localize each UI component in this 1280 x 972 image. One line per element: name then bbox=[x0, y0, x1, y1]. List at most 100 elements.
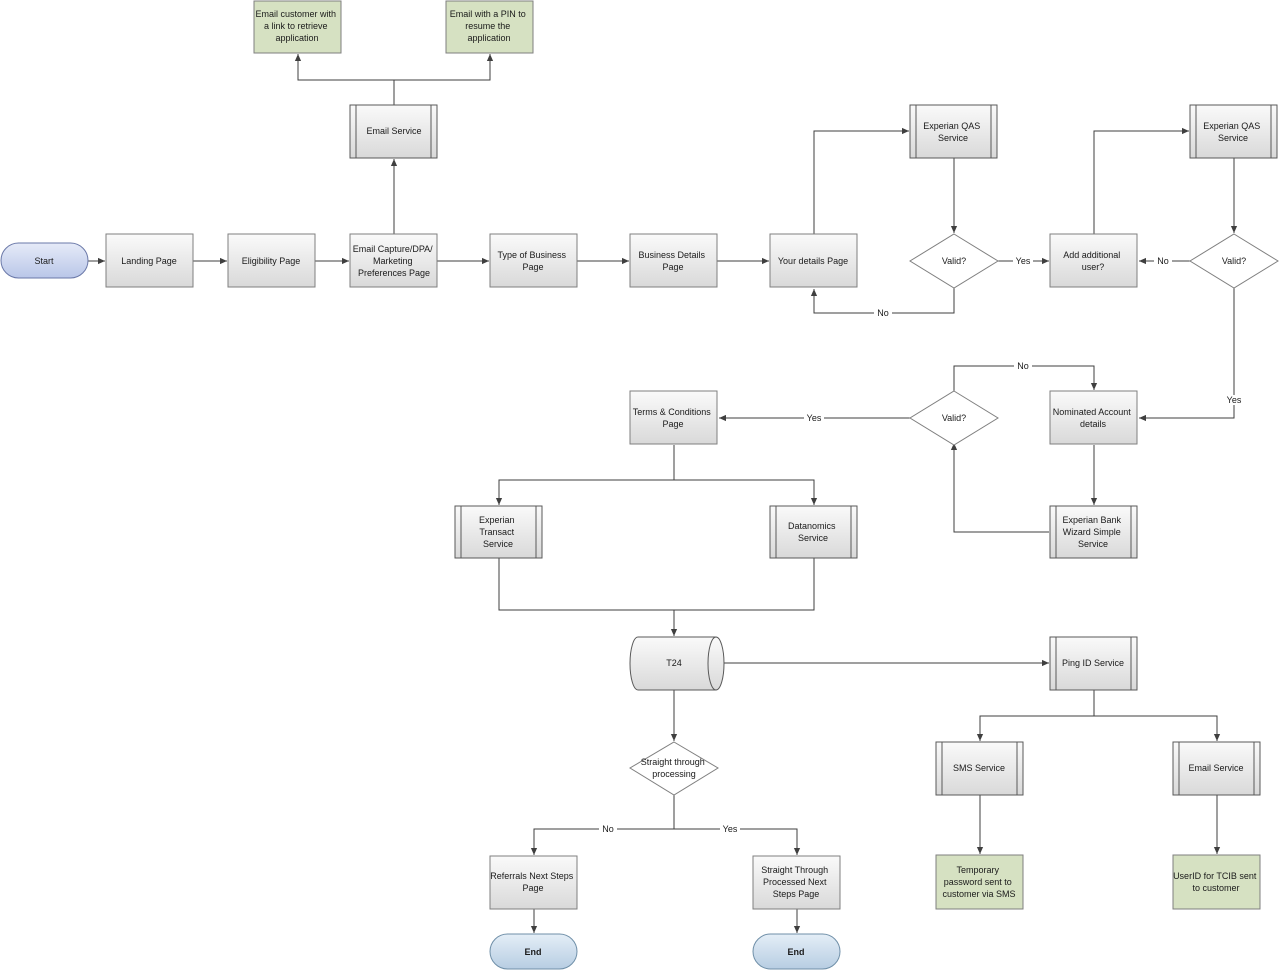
node-qas2-line1: Experian QAS bbox=[1203, 121, 1260, 131]
node-end1-label: End bbox=[525, 947, 542, 957]
node-add-additional-user: Add additional user? bbox=[1049, 233, 1138, 288]
node-add-user-line2: user? bbox=[1082, 262, 1105, 272]
node-stp-page-line3: Steps Page bbox=[773, 889, 820, 899]
svg-text:UserID for TCIB sent to: UserID for TCIB sent to customer bbox=[1173, 871, 1259, 893]
node-type-business-line1: Type of Business bbox=[497, 250, 566, 260]
node-stp-line2: processing bbox=[652, 769, 696, 779]
node-bank-wizard-line1: Experian Bank bbox=[1062, 515, 1121, 525]
node-email-capture-line2: Marketing bbox=[373, 256, 413, 266]
edge-emailservice-pin bbox=[394, 54, 494, 81]
edge-datanomics-t24 bbox=[674, 558, 815, 611]
svg-text:Email with a PIN to resu: Email with a PIN to resume the applicati… bbox=[450, 9, 529, 43]
node-business-details-line1: Business Details bbox=[638, 250, 705, 260]
edge-stp-yes bbox=[674, 828, 801, 855]
node-temp-password-line3: customer via SMS bbox=[942, 889, 1015, 899]
node-datanomics-service: Datanomics Service bbox=[769, 505, 858, 559]
node-experian-qas-service-2: Experian QAS Service bbox=[1189, 104, 1278, 159]
node-email-link-line3: application bbox=[275, 33, 318, 43]
edge-label-valid3-no: No bbox=[1017, 361, 1029, 371]
node-email-service-2-label: Email Service bbox=[1188, 763, 1243, 773]
node-bank-wizard-line3: Service bbox=[1078, 539, 1108, 549]
node-referrals-line2: Page bbox=[522, 883, 543, 893]
node-qas1-line1: Experian QAS bbox=[923, 121, 980, 131]
node-transact-line2: Transact bbox=[479, 527, 514, 537]
svg-text:Terms & Conditions Page: Terms & Conditions Page bbox=[633, 407, 714, 429]
edge-label-valid1-yes: Yes bbox=[1016, 256, 1031, 266]
edge-bankwizard-valid3 bbox=[950, 443, 1049, 533]
node-email-pin: Email with a PIN to resume the applicati… bbox=[445, 0, 534, 54]
node-t24-label: T24 bbox=[666, 658, 682, 668]
svg-text:Experian QAS Service: Experian QAS Service bbox=[1203, 121, 1263, 143]
svg-text:Experian Transact: Experian Transact Service bbox=[479, 515, 517, 549]
node-experian-transact-service: Experian Transact Service bbox=[454, 505, 543, 559]
edge-transact-t24 bbox=[498, 558, 678, 636]
node-email-service-2: Email Service bbox=[1172, 741, 1261, 796]
node-stp-line1: Straight through bbox=[641, 757, 705, 767]
node-email-customer-link: Email customer with a link to retrieve a… bbox=[253, 0, 342, 54]
svg-text:Datanomics Service: Datanomics Service bbox=[788, 521, 838, 543]
node-stp-page: Straight Through Processed Next Steps Pa… bbox=[752, 855, 841, 910]
node-sms-label: SMS Service bbox=[953, 763, 1005, 773]
node-terms-line2: Page bbox=[662, 419, 683, 429]
svg-text:Experian QAS Service: Experian QAS Service bbox=[923, 121, 983, 143]
svg-text:Experian Bank Wizard Sim: Experian Bank Wizard Simple Service bbox=[1062, 515, 1123, 549]
edge-label-valid1-no: No bbox=[877, 308, 889, 318]
edge-label-valid2-no: No bbox=[1157, 256, 1169, 266]
node-valid-decision-2: Valid? bbox=[1189, 233, 1279, 289]
node-datanomics-line1: Datanomics bbox=[788, 521, 836, 531]
node-email-capture-line1: Email Capture/DPA/ bbox=[353, 244, 433, 254]
node-sms-service: SMS Service bbox=[935, 741, 1024, 796]
node-nominated-line1: Nominated Account bbox=[1053, 407, 1132, 417]
node-stp-page-line1: Straight Through bbox=[761, 865, 828, 875]
node-nominated-account-details: Nominated Account details bbox=[1049, 390, 1138, 445]
node-userid-sent: UserID for TCIB sent to customer bbox=[1172, 854, 1261, 910]
node-temp-password-line2: password sent to bbox=[944, 877, 1012, 887]
node-valid-decision-1: Valid? bbox=[909, 233, 999, 289]
node-terms-conditions-page: Terms & Conditions Page bbox=[629, 390, 718, 445]
node-qas2-line2: Service bbox=[1218, 133, 1248, 143]
edge-ping-sms bbox=[976, 690, 1095, 741]
node-temp-password-line1: Temporary bbox=[956, 865, 999, 875]
node-business-details-line2: Page bbox=[662, 262, 683, 272]
node-temporary-password: Temporary password sent to customer via … bbox=[935, 854, 1024, 910]
edge-label-valid2-yes: Yes bbox=[1227, 395, 1242, 405]
edge-label-stp-yes: Yes bbox=[723, 824, 738, 834]
svg-text:Add additional user?: Add additional user? bbox=[1063, 250, 1123, 272]
node-email-service: Email Service bbox=[349, 104, 438, 159]
node-email-link-line1: Email customer with bbox=[255, 9, 336, 19]
svg-text:Email customer with a li: Email customer with a link to retrieve a… bbox=[255, 9, 338, 43]
node-bank-wizard-line2: Wizard Simple bbox=[1063, 527, 1121, 537]
node-email-pin-line2: resume the bbox=[465, 21, 510, 31]
node-type-of-business-page: Type of Business Page bbox=[489, 233, 578, 288]
svg-text:Business Details Page: Business Details Page bbox=[638, 250, 707, 272]
edge-ping-email bbox=[1094, 715, 1221, 741]
node-end-2: End bbox=[752, 933, 841, 970]
node-referrals-line1: Referrals Next Steps bbox=[490, 871, 574, 881]
node-end-1: End bbox=[489, 933, 578, 970]
edge-label-valid3-yes: Yes bbox=[807, 413, 822, 423]
node-add-user-line1: Add additional bbox=[1063, 250, 1120, 260]
node-business-details-page: Business Details Page bbox=[629, 233, 718, 288]
node-referrals-page: Referrals Next Steps Page bbox=[489, 855, 578, 910]
node-email-capture-page: Email Capture/DPA/ Marketing Preferences… bbox=[349, 233, 438, 288]
edge-yourdetails-qas1 bbox=[813, 127, 909, 234]
node-userid-line2: to customer bbox=[1192, 883, 1239, 893]
edge-terms-transact bbox=[495, 445, 675, 505]
node-nominated-line2: details bbox=[1080, 419, 1107, 429]
svg-text:Straight Through Process: Straight Through Processed Next Steps Pa… bbox=[761, 865, 830, 899]
node-email-pin-line3: application bbox=[467, 33, 510, 43]
node-eligibility-page-label: Eligibility Page bbox=[242, 256, 301, 266]
edge-valid2-yes bbox=[1139, 288, 1235, 422]
node-userid-line1: UserID for TCIB sent bbox=[1173, 871, 1257, 881]
node-ping-label: Ping ID Service bbox=[1062, 658, 1124, 668]
edge-emailservice-link bbox=[294, 54, 395, 105]
svg-text:Straight through process: Straight through processing bbox=[641, 757, 708, 779]
node-your-details-page: Your details Page bbox=[769, 233, 858, 288]
node-type-business-line2: Page bbox=[522, 262, 543, 272]
node-eligibility-page: Eligibility Page bbox=[227, 233, 316, 288]
svg-text:Temporary password sent: Temporary password sent to customer via … bbox=[942, 865, 1015, 899]
node-email-capture-line3: Preferences Page bbox=[358, 268, 430, 278]
edge-labels: No Yes No Yes No Yes No Yes bbox=[599, 256, 1244, 834]
node-valid2-label: Valid? bbox=[1222, 256, 1246, 266]
